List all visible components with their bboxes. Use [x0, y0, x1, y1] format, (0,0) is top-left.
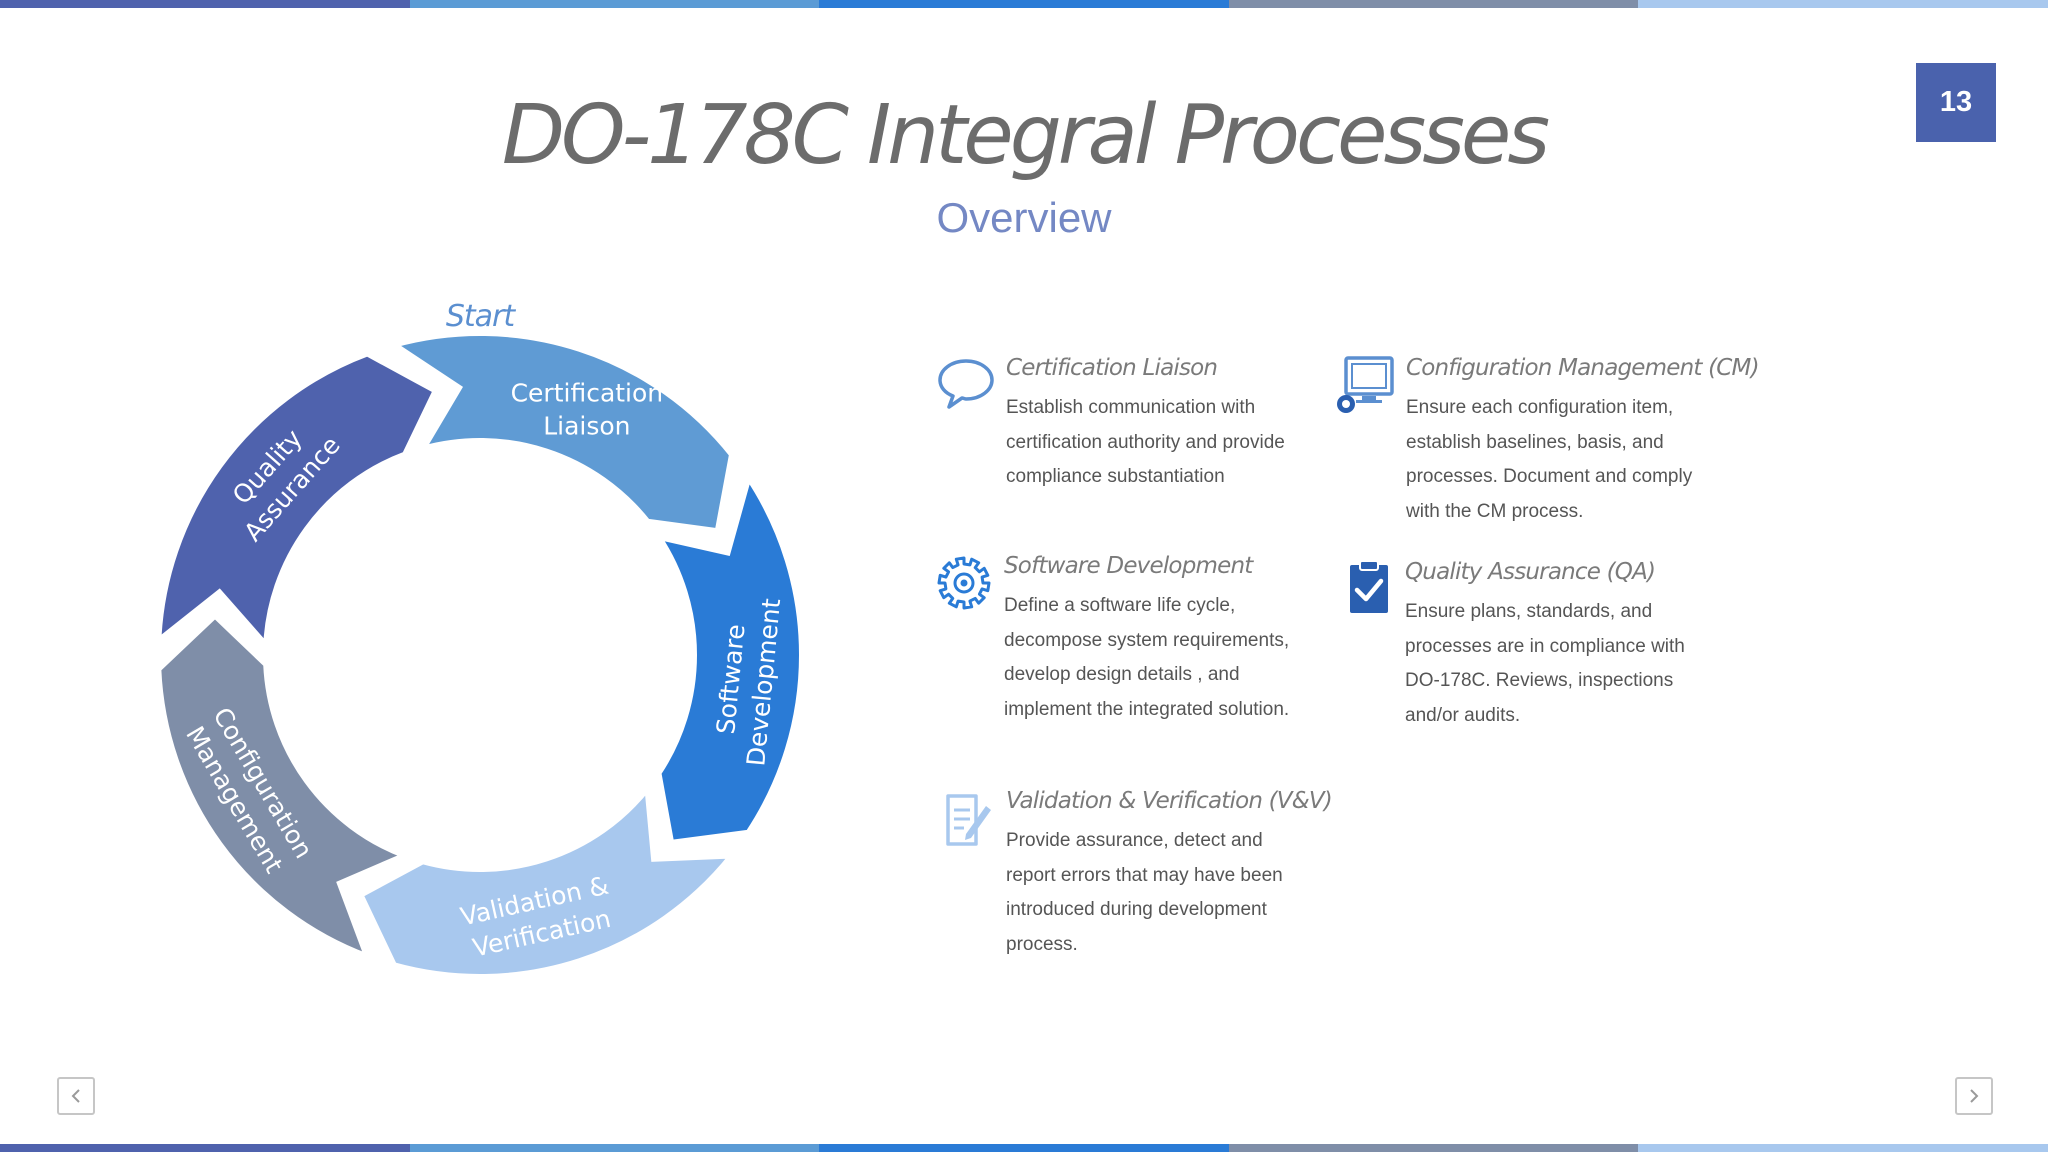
cycle-label-line: Liaison	[543, 412, 630, 441]
cycle-segment	[155, 350, 440, 654]
cycle-segment	[356, 780, 739, 980]
speech-bubble-icon	[938, 359, 994, 409]
feature-title: Validation & Verification (V&V)	[1006, 788, 1333, 814]
feature-title: Configuration Management (CM)	[1406, 355, 1760, 381]
cycle-segment	[155, 611, 414, 962]
cycle-start-label: Start	[446, 299, 517, 334]
bottom-color-stripe	[0, 1144, 2048, 1152]
stripe-segment	[409, 0, 820, 8]
slide-subtitle: Overview	[936, 194, 1112, 241]
top-color-stripe	[0, 0, 2048, 8]
feature-description: Provide assurance, detect and report err…	[1006, 830, 1283, 955]
cycle-segment	[651, 470, 805, 847]
feature-description: Establish communication with certificati…	[1006, 397, 1285, 488]
stripe-segment	[819, 1144, 1229, 1152]
feature-title: Quality Assurance (QA)	[1405, 559, 1656, 585]
feature-description: Ensure plans, standards, and processes a…	[1405, 601, 1685, 726]
feature-description: Ensure each configuration item, establis…	[1406, 397, 1693, 522]
chevron-left-icon	[71, 1089, 80, 1103]
stripe-segment	[1638, 1144, 2048, 1152]
page-number-badge: 13	[1916, 63, 1996, 142]
previous-slide-button[interactable]	[57, 1077, 95, 1115]
cycle-label-line: Certification	[511, 379, 664, 408]
gear-icon	[937, 556, 991, 610]
feature-title: Software Development	[1004, 553, 1253, 579]
chevron-right-icon	[1970, 1089, 1979, 1103]
next-slide-button[interactable]	[1955, 1077, 1993, 1115]
stripe-segment	[409, 1144, 820, 1152]
feature-title: Certification Liaison	[1006, 355, 1218, 381]
stripe-segment	[1228, 0, 1639, 8]
stripe-segment	[819, 0, 1229, 8]
clipboard-check-icon	[1350, 560, 1388, 613]
stripe-segment	[0, 0, 410, 8]
document-pencil-icon	[946, 794, 991, 846]
stripe-segment	[0, 1144, 410, 1152]
feature-description: Define a software life cycle, decompose …	[1004, 595, 1290, 720]
stripe-segment	[1638, 0, 2048, 8]
monitor-gear-icon	[1337, 356, 1394, 413]
slide-title: DO-178C Integral Processes	[501, 88, 1550, 183]
cycle-segment	[386, 330, 736, 535]
stripe-segment	[1228, 1144, 1639, 1152]
